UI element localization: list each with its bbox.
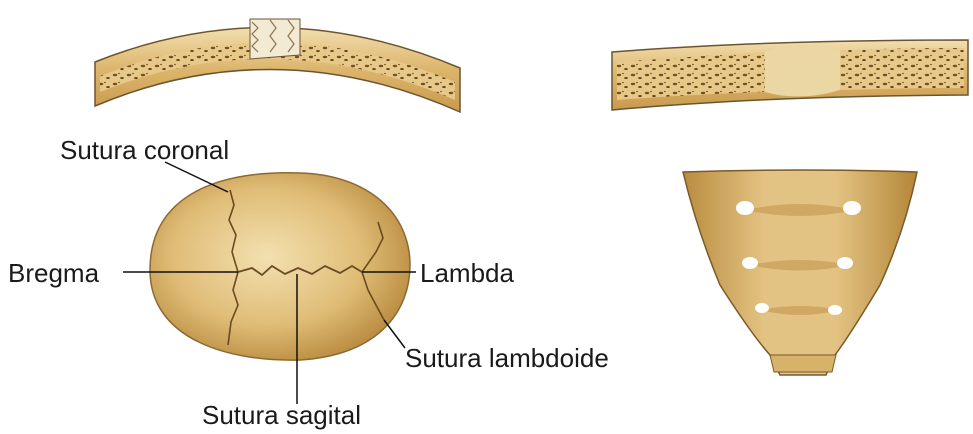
straight-bone-section	[612, 40, 968, 110]
label-sutura-sagital: Sutura sagital	[202, 402, 361, 428]
sacrum	[683, 170, 917, 375]
label-sutura-coronal: Sutura coronal	[60, 137, 229, 163]
skull-top-view	[150, 173, 410, 360]
label-sutura-lambdoide: Sutura lambdoide	[405, 345, 609, 371]
curved-bone-section	[95, 19, 460, 112]
label-bregma: Bregma	[8, 260, 99, 286]
label-lambda: Lambda	[420, 260, 514, 286]
